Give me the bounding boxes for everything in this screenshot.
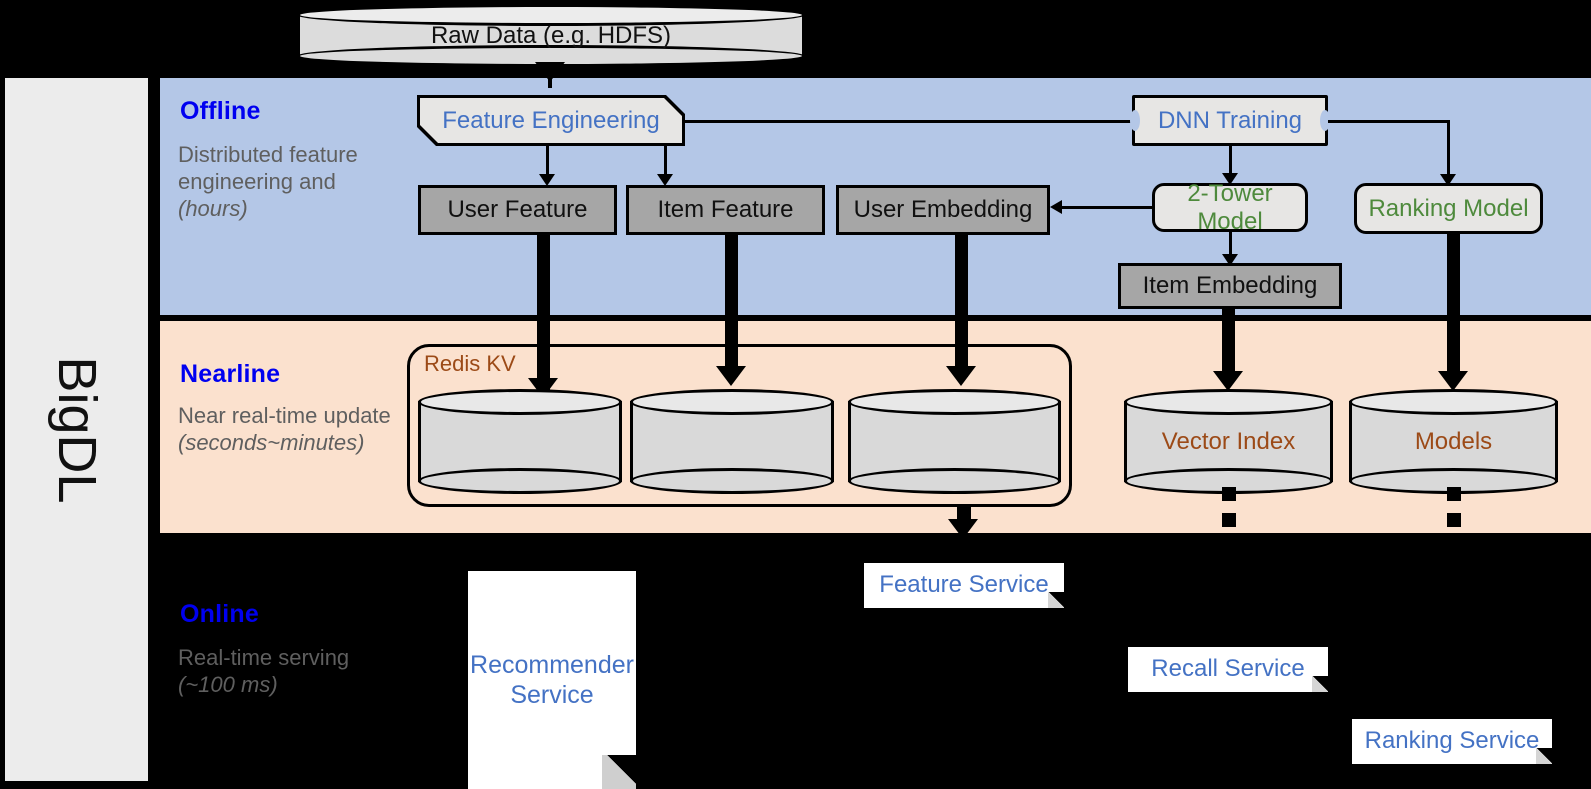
pipe-itemfeature-store [725,235,738,377]
feature-engineering-node[interactable]: Feature Engineering [420,98,682,143]
page-fold-icon [1312,676,1328,692]
arrowhead-userembedding-store [946,366,976,386]
cylinder-bottom [848,468,1061,494]
ranking-service-label: Ranking Service [1364,727,1540,755]
cylinder-bottom [630,468,834,494]
user-embedding-store[interactable] [848,389,1061,494]
pipe-rankingmodel-models [1447,234,1460,379]
nearline-subtitle-text: Near real-time update [178,403,391,428]
online-subtitle-text: Real-time serving [178,645,350,670]
dnn-left-notch [1130,110,1140,131]
arrowhead-rankingmodel-models [1438,371,1468,391]
cylinder-top [297,4,805,26]
feature-service-label: Feature Service [879,571,1049,599]
user-embedding-node[interactable]: User Embedding [836,185,1050,235]
cylinder-top [630,389,834,415]
arrowhead-dnn-twotower [1222,173,1238,185]
bigdl-label: BigDL [46,355,107,504]
connector-twotower-userembedding [1062,206,1154,209]
item-feature-node[interactable]: Item Feature [626,185,825,235]
dnn-training-node[interactable]: DNN Training [1135,98,1325,143]
offline-subtitle-emphasis: (hours) [178,195,248,221]
user-feature-node[interactable]: User Feature [418,185,617,235]
connector-segment-featureservice [957,507,971,521]
connector-fe-dnn [685,120,1137,123]
vector-index-label: Vector Index [1161,427,1296,455]
recommender-service-label: Recommender Service [470,651,634,709]
item-embedding-node[interactable]: Item Embedding [1118,263,1342,309]
item-feature-store[interactable] [630,389,834,494]
arrowhead-fe-itemfeature [657,174,673,186]
offline-subtitle-text: Distributed feature engineering and [178,142,358,194]
nearline-band-title: Nearline [180,360,281,388]
redis-kv-label: Redis KV [424,351,516,376]
page-fold-icon [602,755,636,789]
cylinder-top [1349,389,1558,415]
pipe-userembedding-store [955,235,968,377]
feature-engineering-label: Feature Engineering [442,106,660,134]
page-fold-icon [1536,748,1552,764]
arrowhead-fe-userfeature [539,174,555,186]
raw-data-label: Raw Data (e.g. HDFS) [430,21,672,49]
connector-segment-ranking-2 [1447,513,1461,527]
arrowhead-twotower-userembedding [1050,200,1062,214]
arrowhead-twotower-itemembedding [1222,254,1238,266]
arrowhead-featureservice [948,519,978,539]
nearline-band-subtitle: Near real-time update (seconds~minutes) [178,403,413,457]
online-band-subtitle: Real-time serving (~100 ms) [178,645,378,699]
arrowhead-itemfeature-store [716,366,746,386]
user-embedding-label: User Embedding [853,196,1033,224]
arrowhead-itemembedding-vectorindex [1213,371,1243,391]
raw-data-store: Raw Data (e.g. HDFS) [297,4,805,67]
cylinder-bottom [418,468,622,494]
two-tower-model-label: 2-Tower Model [1187,179,1273,235]
redis-kv-container [407,344,1072,507]
vector-index-store[interactable]: Vector Index [1124,389,1333,494]
online-band-title: Online [180,600,259,628]
connector-dnn-ranking-h [1328,120,1450,123]
ranking-model-node[interactable]: Ranking Model [1354,183,1543,234]
connector-segment-recall-1 [1222,487,1236,501]
ranking-model-label: Ranking Model [1368,194,1529,222]
offline-band-subtitle: Distributed feature engineering and (hou… [178,142,383,222]
connector-dnn-twotower [1229,146,1232,178]
connector-fe-userfeature [546,143,549,177]
cylinder-top [418,389,622,415]
pipe-userfeature-store [537,235,550,390]
cylinder-top [848,389,1061,415]
nearline-subtitle-emphasis: (seconds~minutes) [178,429,365,455]
connector-twotower-itemembedding [1229,232,1232,258]
offline-band-title: Offline [180,97,261,125]
user-feature-store[interactable] [418,389,622,494]
recall-service-node[interactable]: Recall Service [1128,647,1328,692]
online-subtitle-emphasis: (~100 ms) [178,671,278,697]
connector-segment-ranking-1 [1447,487,1461,501]
connector-fe-itemfeature [664,143,667,177]
cylinder-top [1124,389,1333,415]
bigdl-sidebar-panel: BigDL [5,78,148,781]
recommender-service-node[interactable]: Recommender Service [468,571,636,789]
page-fold-icon [1048,592,1064,608]
ranking-service-node[interactable]: Ranking Service [1352,719,1552,764]
models-store[interactable]: Models [1349,389,1558,494]
feature-service-node[interactable]: Feature Service [864,563,1064,608]
connector-dnn-ranking-v [1447,120,1450,178]
recall-service-label: Recall Service [1151,655,1305,683]
user-feature-label: User Feature [447,196,588,224]
dnn-right-notch [1320,110,1330,131]
arrowhead-rawdata-fe [535,62,565,82]
pipe-itemembedding-vectorindex [1222,309,1235,379]
dnn-training-label: DNN Training [1157,106,1303,134]
two-tower-model-node[interactable]: 2-Tower Model [1152,179,1308,235]
item-feature-label: Item Feature [657,196,794,224]
item-embedding-label: Item Embedding [1142,272,1318,300]
connector-segment-recall-2 [1222,513,1236,527]
models-label: Models [1414,427,1493,455]
